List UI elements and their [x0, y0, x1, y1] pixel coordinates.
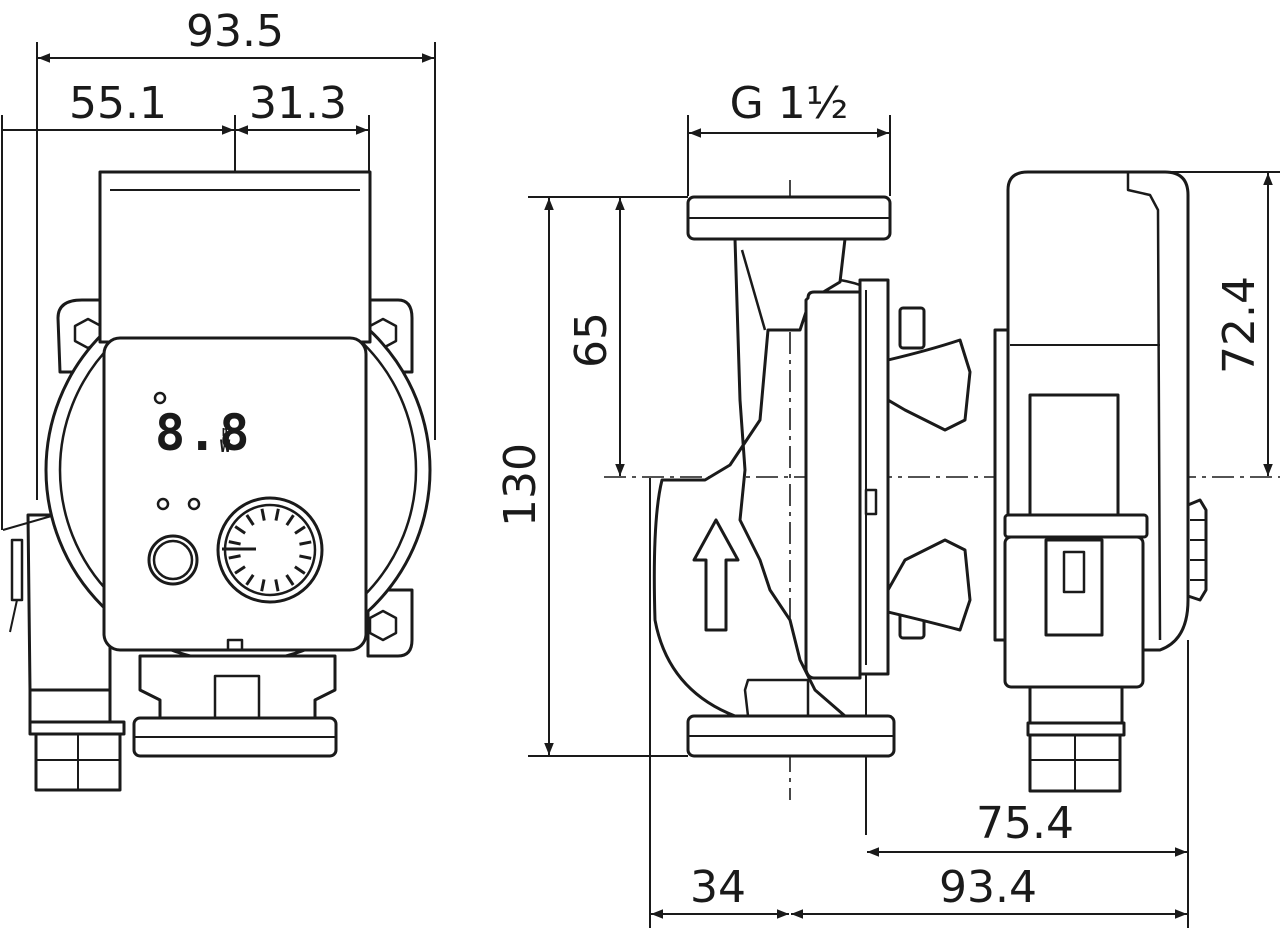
- dim-front-left-width: 55.1: [69, 78, 167, 129]
- knob-tick: [299, 554, 312, 560]
- knob-tick: [299, 540, 312, 546]
- knob-tick: [294, 525, 306, 535]
- knob-tick: [260, 508, 266, 521]
- electronics-module: [1028, 393, 1120, 522]
- cable-stub: [10, 538, 24, 602]
- flange-plate: [858, 278, 890, 676]
- dim-connection-thread: G 1½: [730, 78, 849, 129]
- motor-flange: [804, 290, 862, 680]
- front-view: 93.5 55.1 31.3: [1, 6, 436, 792]
- dim-front-total-width: 93.5: [186, 6, 284, 57]
- rotary-knob[interactable]: [216, 496, 324, 604]
- pump-body-front: [138, 654, 337, 720]
- knob-tick: [245, 514, 255, 526]
- status-led-2: [187, 497, 201, 511]
- knob-tick: [294, 565, 306, 575]
- dim-axis-offset: 34: [690, 862, 746, 913]
- dim-flange-to-axis: 65: [566, 312, 617, 368]
- display-indicator-dot: [153, 391, 167, 405]
- status-led-1: [156, 497, 170, 511]
- push-button[interactable]: [147, 534, 199, 586]
- knob-tick: [285, 514, 295, 526]
- stator-rib-top: [886, 338, 972, 432]
- motor-housing-front: [98, 170, 372, 344]
- knob-tick: [234, 565, 246, 575]
- led-display: 8.8 m W: [153, 391, 251, 462]
- flow-direction-arrow: [692, 518, 740, 632]
- display-unit-w: W: [220, 437, 231, 457]
- dim-overall-height: 130: [495, 443, 546, 527]
- dim-motor-depth: 75.4: [976, 798, 1074, 849]
- stator-rib-bottom: [886, 538, 972, 632]
- pump-body-side: [652, 237, 847, 718]
- display-unit-m: m: [222, 424, 230, 440]
- dim-front-right-width: 31.3: [249, 78, 347, 129]
- dim-motor-to-axis: 72.4: [1214, 276, 1265, 374]
- dim-side-depth: 93.4: [939, 862, 1037, 913]
- knob-tick: [285, 574, 295, 586]
- side-view: G 1½ 130 65 72.4 75.4 34 93.4: [495, 78, 1280, 928]
- knob-tick: [228, 540, 241, 546]
- knob-tick: [274, 508, 280, 521]
- knob-side-profile: [1186, 498, 1208, 602]
- display-digits: 8.8: [155, 404, 251, 462]
- knob-tick: [245, 574, 255, 586]
- control-panel: [102, 336, 368, 652]
- connector-plug: [1044, 538, 1104, 637]
- knob-tick: [260, 579, 266, 592]
- bolt-top: [898, 306, 926, 350]
- knob-tick: [274, 579, 280, 592]
- flange-ear-bottom-right: [366, 588, 414, 658]
- knob-tick: [228, 554, 241, 560]
- knob-tick: [234, 525, 246, 535]
